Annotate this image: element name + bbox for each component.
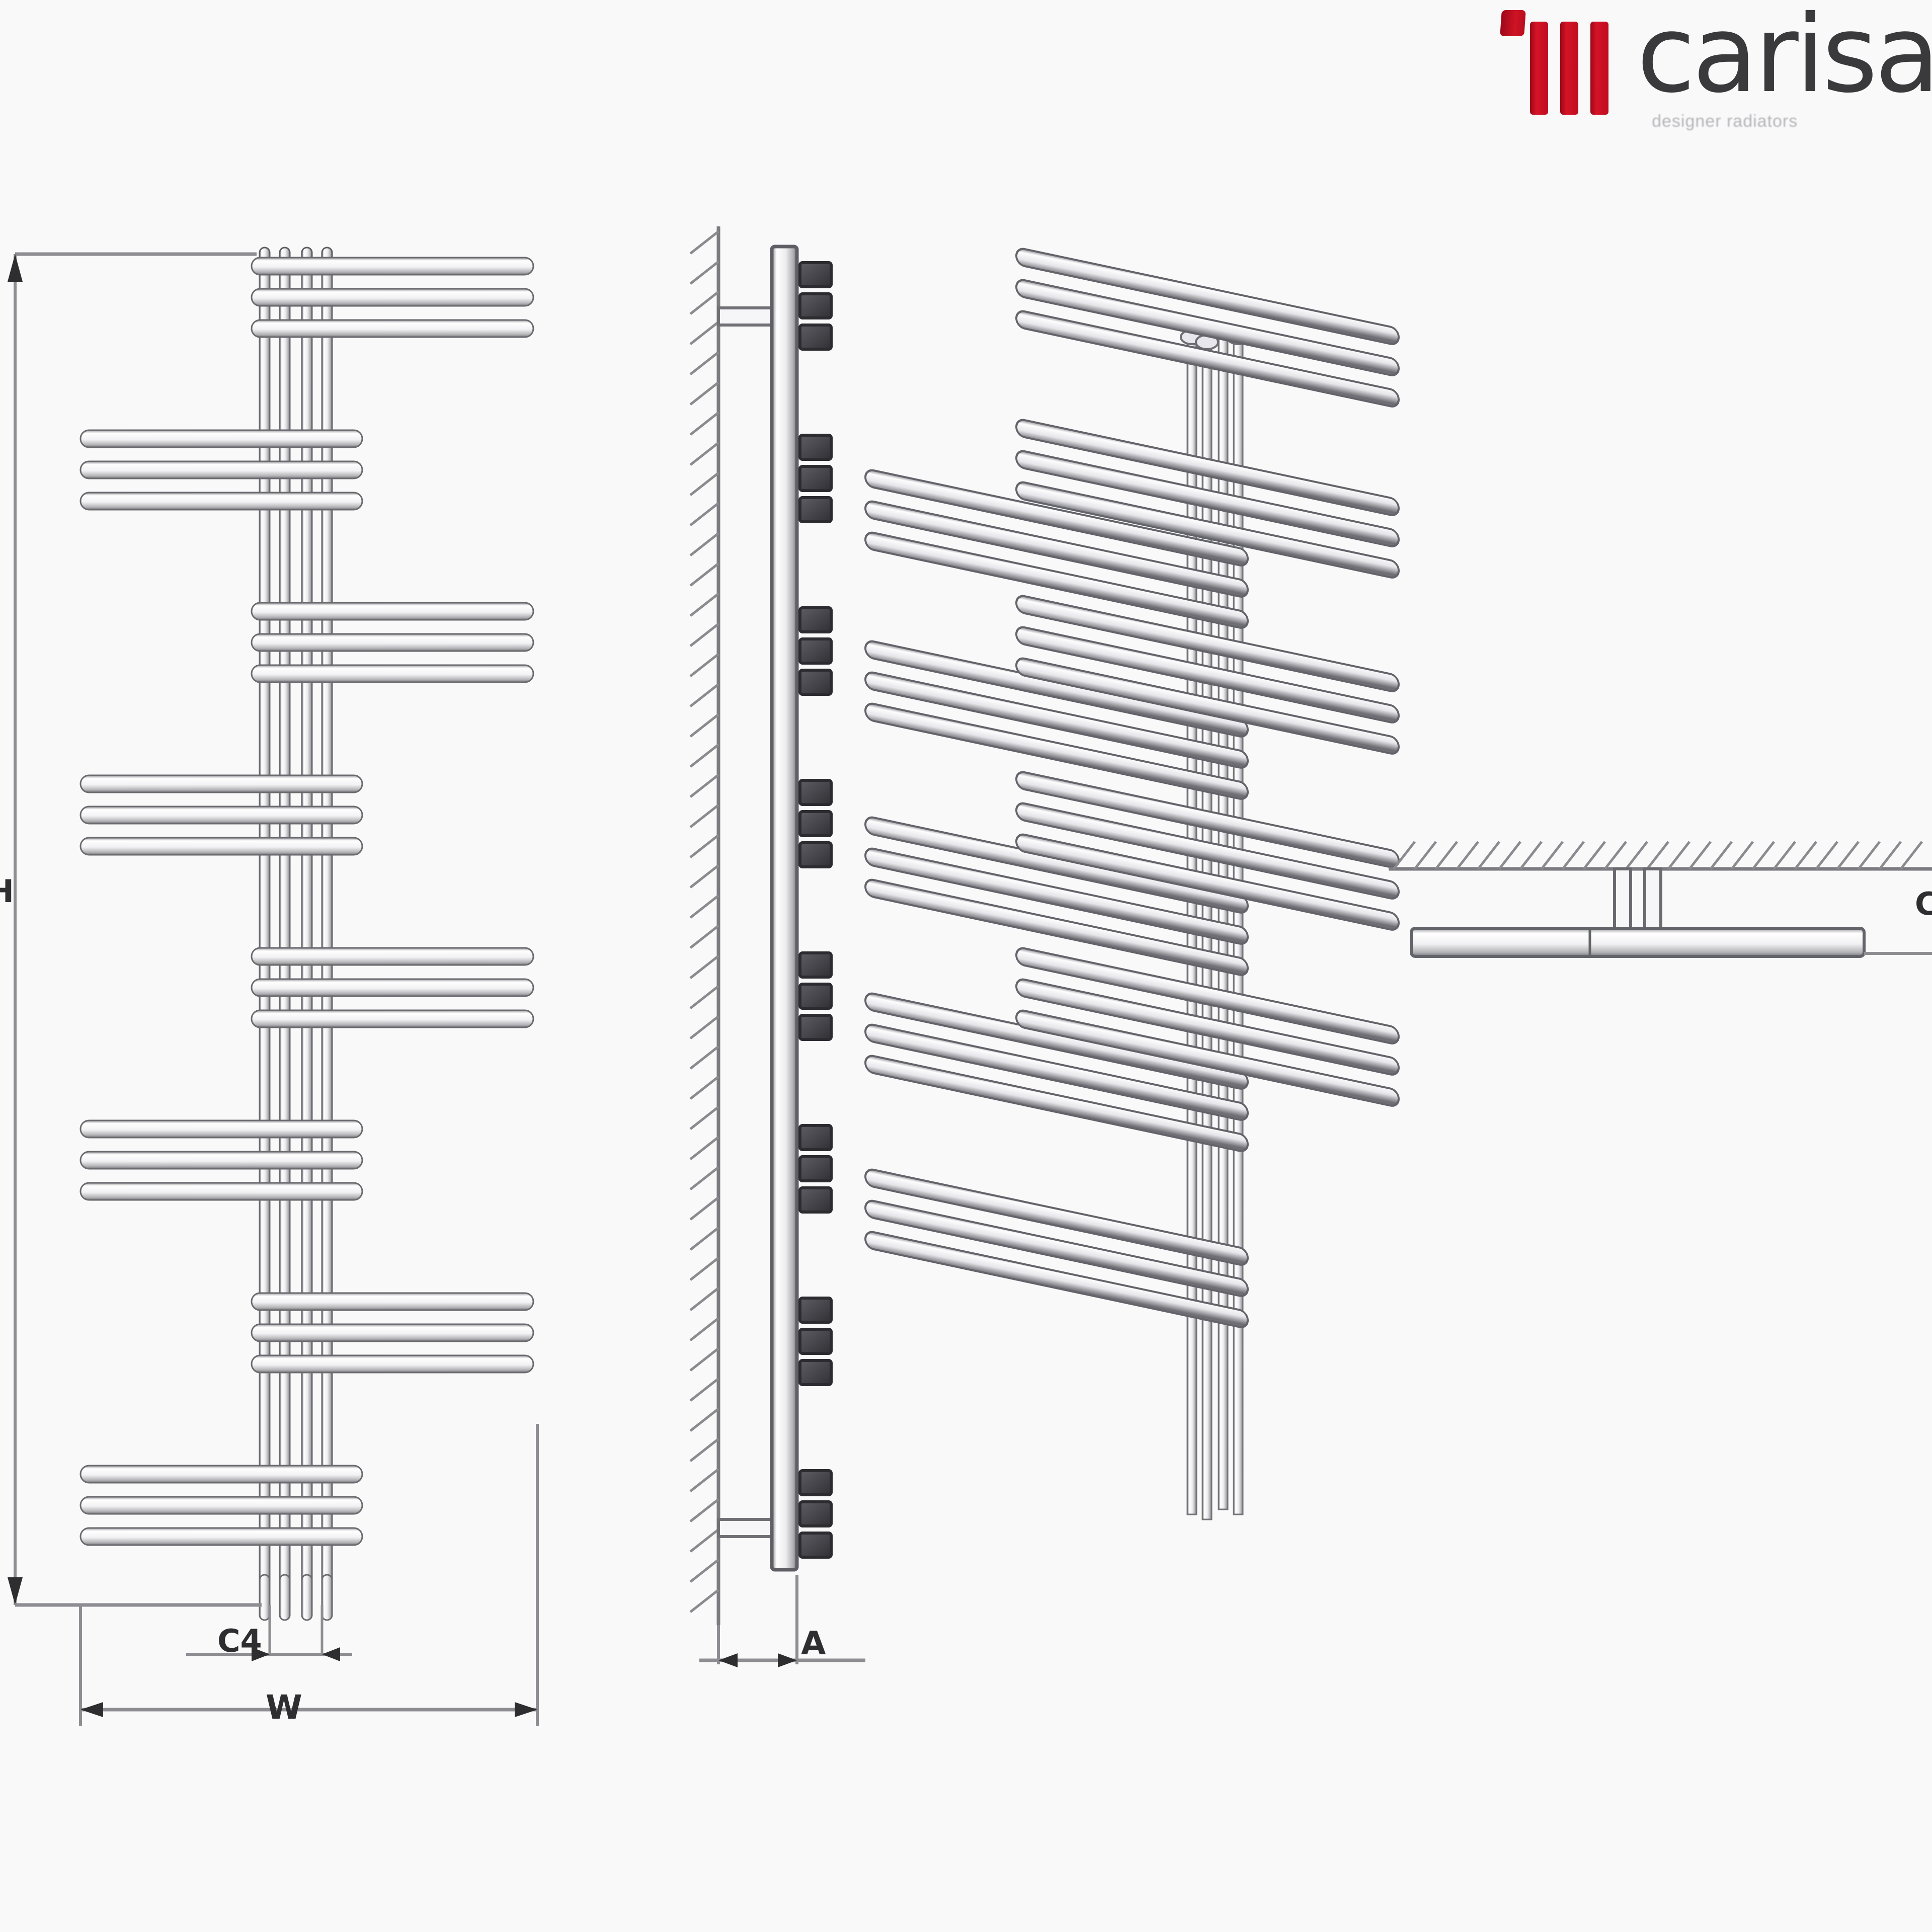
front-bottom-stubs bbox=[259, 1574, 333, 1621]
plan-bracket-left bbox=[1613, 867, 1632, 931]
view-front-elevation bbox=[79, 247, 534, 1621]
iso-rail-group-7 bbox=[1015, 771, 1400, 931]
side-dimension-A bbox=[699, 1575, 865, 1667]
brand-wordmark: carisa designer radiators bbox=[1637, 0, 1932, 131]
side-wall-bracket-bottom bbox=[717, 1518, 775, 1538]
front-vertical-tubes bbox=[259, 247, 333, 1591]
front-rail-group-6 bbox=[79, 1119, 363, 1201]
front-rail-group-7 bbox=[251, 1292, 534, 1374]
dimension-label-H: H bbox=[0, 873, 14, 910]
front-rail-group-1 bbox=[251, 257, 534, 338]
logo-bar-2 bbox=[1560, 22, 1579, 115]
iso-rail-group-1 bbox=[1015, 248, 1400, 408]
iso-rail-group-9 bbox=[864, 1168, 1249, 1328]
front-rail-group-2 bbox=[79, 429, 363, 511]
iso-rail-group-5 bbox=[1015, 595, 1400, 755]
wall-hatching bbox=[689, 230, 719, 1613]
logo-accent-dot bbox=[1500, 10, 1526, 36]
iso-rail-group-4 bbox=[864, 640, 1249, 800]
front-rail-group-3 bbox=[251, 602, 534, 683]
front-rail-group-5 bbox=[251, 947, 534, 1028]
dimension-label-C4: C4 bbox=[217, 1623, 262, 1659]
view-isometric bbox=[864, 248, 1400, 1520]
brand-logo: carisa designer radiators bbox=[1500, 0, 1932, 131]
dimension-label-A: A bbox=[801, 1625, 826, 1662]
carisa-mark-icon bbox=[1500, 5, 1609, 121]
front-rail-group-8 bbox=[79, 1465, 363, 1546]
logo-bar-1 bbox=[1530, 22, 1549, 115]
brand-name: carisa bbox=[1637, 0, 1932, 116]
dimension-label-C: C bbox=[1915, 886, 1932, 922]
side-rail-profiles bbox=[798, 261, 833, 1559]
front-rail-group-4 bbox=[79, 774, 363, 856]
dimension-label-W: W bbox=[266, 1688, 302, 1727]
view-plan-detail bbox=[1389, 841, 1932, 958]
plan-rail bbox=[1410, 927, 1866, 958]
iso-rail-group-10 bbox=[1015, 947, 1400, 1107]
plan-bracket-right bbox=[1643, 867, 1662, 931]
view-side-elevation bbox=[689, 226, 865, 1667]
iso-rail-group-8 bbox=[864, 992, 1249, 1152]
iso-rail-group-6 bbox=[864, 816, 1249, 976]
plan-hatching bbox=[1393, 841, 1923, 870]
iso-rail-group-2 bbox=[864, 469, 1249, 629]
front-dimension-lines bbox=[8, 252, 539, 1726]
iso-rail-group-3 bbox=[1015, 419, 1400, 579]
logo-bar-3 bbox=[1590, 22, 1609, 115]
brand-tagline: designer radiators bbox=[1652, 112, 1798, 131]
side-wall-bracket-top bbox=[717, 306, 775, 327]
side-manifold bbox=[770, 245, 799, 1572]
